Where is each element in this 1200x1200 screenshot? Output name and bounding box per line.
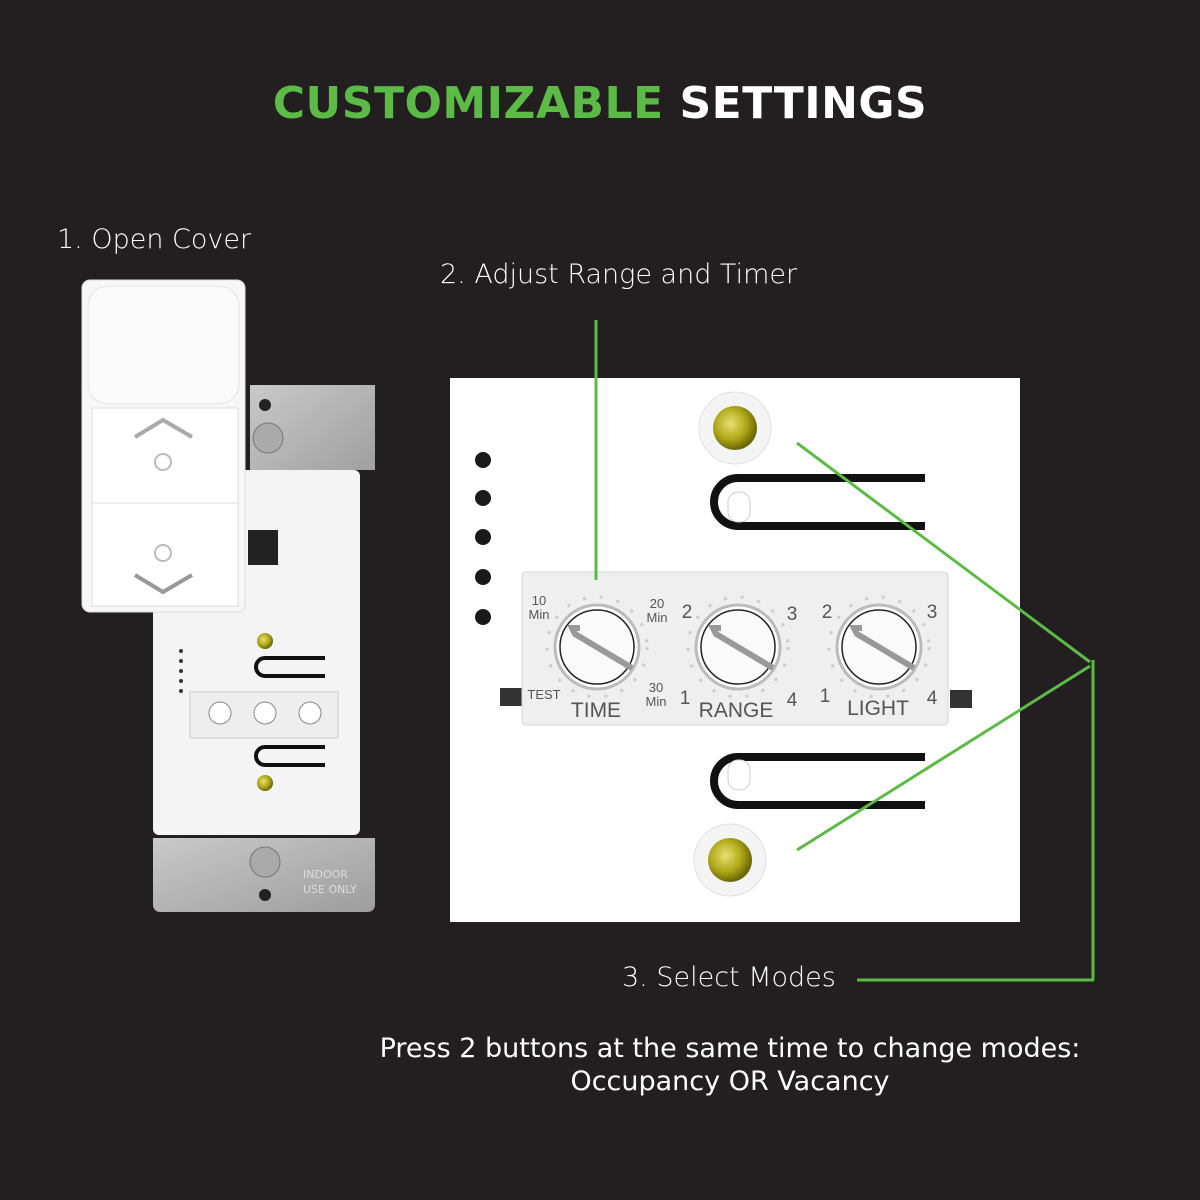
up-button — [91, 407, 239, 504]
callout-lines — [594, 320, 1095, 982]
range-1: 1 — [680, 688, 691, 709]
range-2: 2 — [682, 602, 693, 623]
chevron-down-icon — [133, 573, 194, 595]
time-30-unit: Min — [646, 694, 667, 709]
step-adjust: 2. Adjust Range and Timer — [440, 259, 798, 290]
switch-device: INDOOR USE ONLY — [81, 279, 375, 912]
light-label: LIGHT — [847, 697, 909, 720]
note-line-2: Occupancy OR Vacancy — [570, 1066, 890, 1097]
time-20: 20 — [650, 596, 664, 611]
light-2: 2 — [822, 602, 833, 623]
led-button-bottom[interactable] — [708, 838, 752, 882]
range-3: 3 — [787, 604, 798, 625]
light-3: 3 — [927, 602, 938, 623]
note-line-1: Press 2 buttons at the same time to chan… — [379, 1033, 1081, 1064]
time-30: 30 — [649, 680, 663, 695]
step-select-modes: 3. Select Modes — [622, 962, 836, 993]
step-open-cover: 1. Open Cover — [57, 224, 252, 255]
time-dial[interactable] — [545, 595, 649, 699]
page-title: CUSTOMIZABLE SETTINGS — [0, 78, 1200, 129]
light-dial[interactable] — [827, 595, 931, 699]
led-button-top[interactable] — [713, 406, 757, 450]
time-10-unit: Min — [529, 607, 550, 622]
time-test: TEST — [527, 687, 560, 702]
zoomed-panel: 10 Min 20 Min TEST 30 Min TIME 2 3 1 4 R… — [450, 378, 1020, 922]
lightbulb-off-icon — [154, 544, 172, 562]
lightbulb-on-icon — [154, 453, 172, 471]
plate-text-1: INDOOR — [303, 868, 348, 881]
range-4: 4 — [787, 690, 798, 711]
title-rest: SETTINGS — [679, 78, 928, 129]
light-4: 4 — [927, 688, 938, 709]
mounting-bracket-top — [250, 385, 375, 480]
time-10: 10 — [532, 593, 546, 608]
title-accent: CUSTOMIZABLE — [272, 78, 664, 129]
plate-text-2: USE ONLY — [303, 883, 357, 896]
chevron-up-icon — [133, 417, 194, 439]
mode-note: Press 2 buttons at the same time to chan… — [330, 1032, 1130, 1098]
time-label: TIME — [571, 699, 621, 722]
range-dial[interactable] — [686, 595, 790, 699]
time-20-unit: Min — [647, 610, 668, 625]
light-1: 1 — [820, 686, 831, 707]
range-label: RANGE — [699, 699, 774, 722]
